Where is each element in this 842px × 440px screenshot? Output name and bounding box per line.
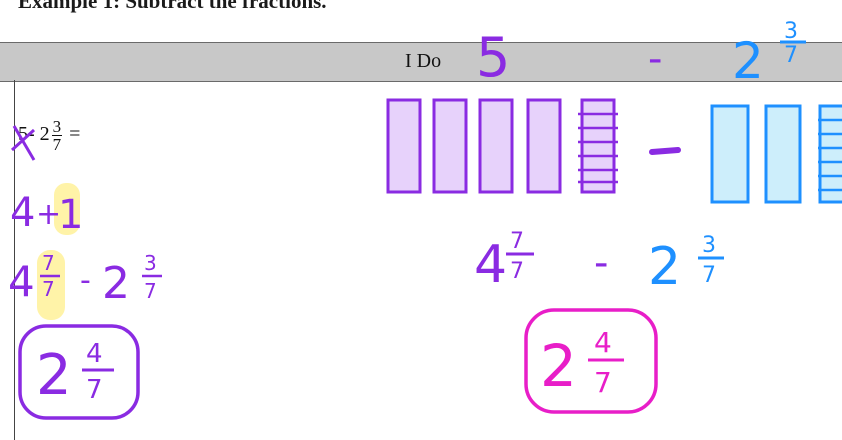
mid-mixed-whole: 2: [648, 237, 681, 297]
left-line2-num2: 3: [144, 251, 157, 275]
left-line2-den: 7: [42, 277, 55, 301]
purple-bar-1: [388, 100, 420, 192]
left-line2-mixed-whole: 2: [102, 258, 130, 309]
mid-answer-whole: 2: [540, 332, 577, 400]
top-minus: -: [648, 36, 662, 82]
purple-bar-2: [434, 100, 466, 192]
left-answer-whole: 2: [36, 343, 72, 408]
strike-mark: [12, 126, 34, 160]
mid-num2: 3: [702, 233, 716, 258]
mid-num: 7: [510, 229, 524, 254]
left-line2-den2: 7: [144, 279, 157, 303]
mid-answer-num: 4: [594, 326, 612, 359]
blue-bar-2: [766, 106, 800, 202]
left-answer-den: 7: [86, 375, 103, 405]
purple-bars: [388, 100, 618, 192]
mid-answer-den: 7: [594, 366, 612, 399]
mid-den2: 7: [702, 263, 716, 288]
left-answer-num: 4: [86, 339, 103, 369]
top-den: 7: [784, 43, 798, 68]
left-line2-minus: -: [80, 263, 91, 298]
left-line1-b: 1: [58, 192, 83, 238]
blue-bar-1: [712, 106, 748, 202]
blue-bars: [712, 106, 842, 202]
top-whole: 5: [476, 26, 510, 89]
purple-bar-3: [480, 100, 512, 192]
left-line1-a: 4: [10, 190, 35, 236]
mid-minus: -: [594, 240, 608, 286]
bars-minus: [652, 150, 678, 152]
left-line2-whole: 4: [8, 257, 35, 306]
left-line2-num: 7: [42, 251, 55, 275]
purple-bar-4: [528, 100, 560, 192]
top-num: 3: [784, 19, 798, 44]
mid-den: 7: [510, 259, 524, 284]
top-mixed-whole: 2: [732, 32, 764, 90]
mid-whole: 4: [474, 235, 507, 295]
